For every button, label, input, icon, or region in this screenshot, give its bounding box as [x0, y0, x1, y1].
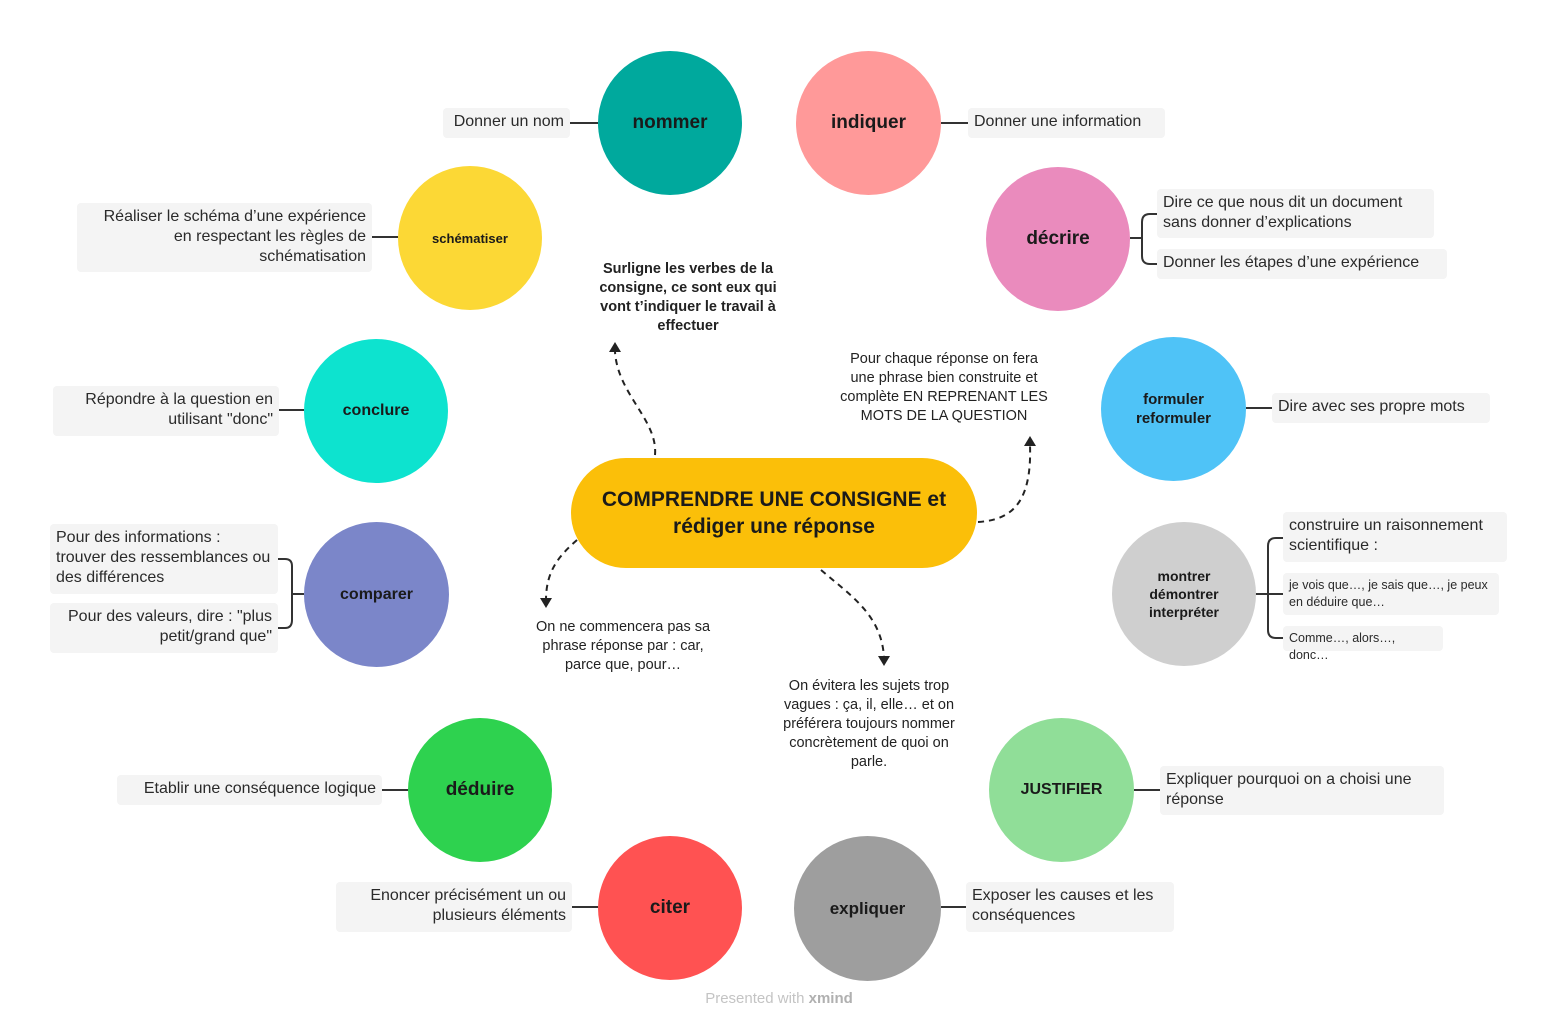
verb-comparer[interactable]: comparer [304, 522, 449, 667]
verb-indiquer[interactable]: indiquer [796, 51, 941, 195]
verb-citer[interactable]: citer [598, 836, 742, 980]
def-montrer-2: je vois que…, je sais que…, je peux en d… [1283, 573, 1499, 615]
verb-conclure-label: conclure [342, 402, 410, 419]
verb-deduire-label: déduire [445, 779, 515, 800]
def-schematiser: Réaliser le schéma d’une expérience en r… [77, 203, 372, 272]
def-comparer-1: Pour des informations : trouver des ress… [50, 524, 278, 594]
note-highlight-verbs: Surligne les verbes de la consigne, ce s… [599, 261, 777, 334]
footer-credit: Presented with xmind [0, 990, 1558, 1007]
verb-montrer-label: montrer démontrer interpréter [1148, 568, 1220, 620]
verb-expliquer-label: expliquer [829, 898, 906, 918]
verb-montrer[interactable]: montrer démontrer interpréter [1112, 522, 1256, 666]
verb-nommer[interactable]: nommer [598, 51, 742, 195]
note-dont-start-with: On ne commencera pas sa phrase réponse p… [535, 619, 711, 673]
verb-schematiser-label: schématiser [432, 230, 508, 246]
note-avoid-vague-subjects: On évitera les sujets trop vagues : ça, … [783, 678, 955, 770]
footer-prefix: Presented with [705, 990, 805, 1007]
verb-justifier[interactable]: JUSTIFIER [989, 718, 1134, 862]
def-deduire: Etablir une conséquence logique [117, 775, 382, 805]
verb-deduire[interactable]: déduire [408, 718, 552, 862]
def-nommer: Donner un nom [443, 108, 570, 138]
def-expliquer: Exposer les causes et les conséquences [966, 882, 1174, 932]
central-topic-label: COMPRENDRE UNE CONSIGNE et rédiger une r… [601, 488, 947, 538]
def-indiquer: Donner une information [968, 108, 1165, 138]
def-montrer-3: Comme…, alors…, donc… [1283, 626, 1443, 662]
def-formuler: Dire avec ses propre mots [1272, 393, 1490, 423]
verb-formuler-label: formuler reformuler [1135, 391, 1212, 427]
def-montrer-1: construire un raisonnement scientifique … [1283, 512, 1507, 562]
def-citer: Enoncer précisément un ou plusieurs élém… [336, 882, 572, 932]
def-justifier: Expliquer pourquoi on a choisi une répon… [1160, 766, 1444, 815]
def-decrire-2: Donner les étapes d’une expérience [1157, 249, 1447, 279]
verb-indiquer-label: indiquer [831, 112, 906, 133]
verb-decrire-label: décrire [1026, 228, 1090, 249]
verb-formuler[interactable]: formuler reformuler [1101, 337, 1246, 481]
verb-comparer-label: comparer [340, 585, 413, 603]
central-topic[interactable]: COMPRENDRE UNE CONSIGNE et rédiger une r… [571, 458, 977, 568]
footer-brand: xmind [808, 990, 853, 1007]
verb-nommer-label: nommer [632, 112, 708, 133]
note-full-sentence: Pour chaque réponse on fera une phrase b… [840, 351, 1048, 424]
verb-conclure[interactable]: conclure [304, 339, 448, 483]
verb-citer-label: citer [649, 897, 691, 918]
verb-schematiser[interactable]: schématiser [398, 166, 542, 310]
verb-justifier-label: JUSTIFIER [1020, 781, 1103, 798]
def-decrire-1: Dire ce que nous dit un document sans do… [1157, 189, 1434, 238]
verb-expliquer[interactable]: expliquer [794, 836, 941, 981]
verb-decrire[interactable]: décrire [986, 167, 1130, 311]
def-conclure: Répondre à la question en utilisant "don… [53, 386, 279, 436]
def-comparer-2: Pour des valeurs, dire : "plus petit/gra… [50, 603, 278, 653]
